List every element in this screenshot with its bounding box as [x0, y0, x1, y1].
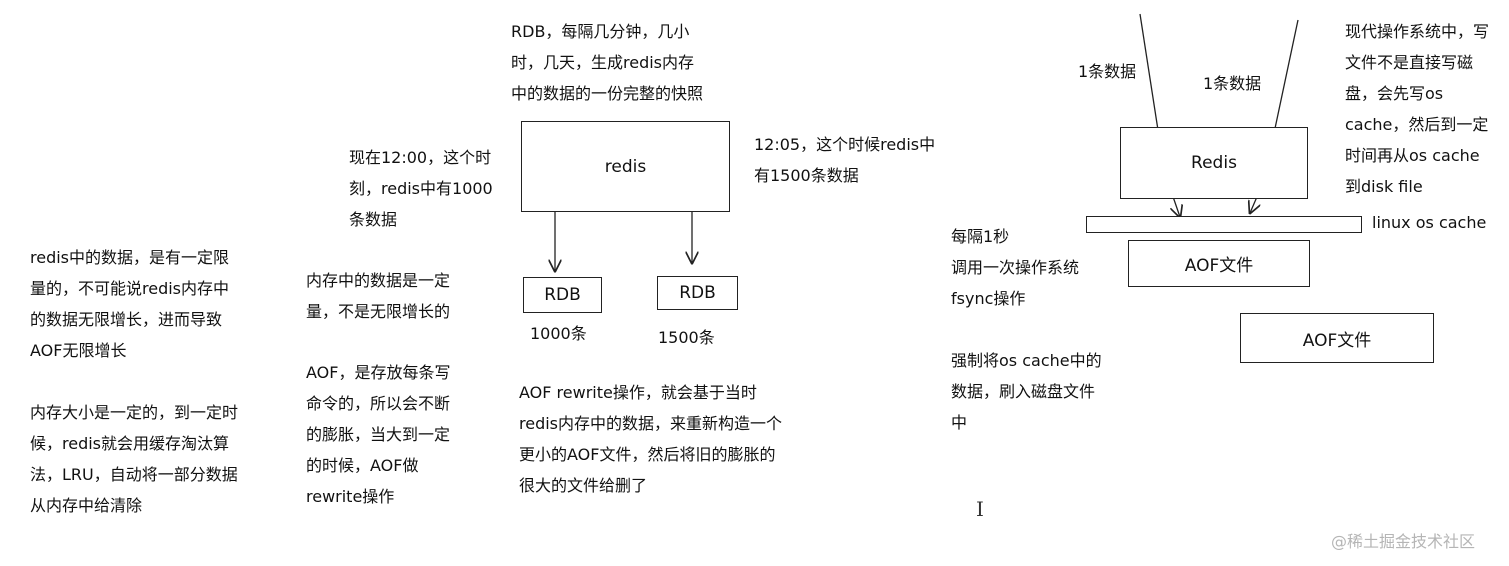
text-line: 量，不是无限增长的: [306, 302, 451, 321]
text-line: 有1500条数据: [754, 166, 859, 185]
text-line: 数据，刷入磁盘文件: [951, 382, 1096, 401]
text-line: 时间再从os cache: [1345, 146, 1480, 165]
text-line: 调用一次操作系统: [951, 258, 1080, 277]
redis-1205-note: 12:05，这个时候redis中 有1500条数据: [754, 129, 935, 191]
text-line: 每隔1秒: [951, 227, 1010, 246]
aof-redis-box: Redis: [1120, 127, 1308, 199]
text-line: 的膨胀，当大到一定: [306, 425, 451, 444]
text-line: 中的数据的一份完整的快照: [511, 84, 704, 103]
redis-box-label: Redis: [1191, 153, 1237, 173]
text-line: 中: [951, 413, 968, 432]
text-line: 12:05，这个时候redis中: [754, 135, 936, 154]
text-line: 更小的AOF文件，然后将旧的膨胀的: [519, 445, 776, 464]
text-line: redis内存中的数据，来重新构造一个: [519, 414, 783, 433]
text-line: RDB，每隔几分钟，几小: [511, 22, 690, 41]
text-line: 时，几天，生成redis内存: [511, 53, 695, 72]
aof-file-box-1: AOF文件: [1128, 240, 1310, 287]
text-line: 从内存中给清除: [30, 496, 143, 515]
aof-rewrite-note: AOF rewrite操作，就会基于当时 redis内存中的数据，来重新构造一个…: [519, 377, 782, 501]
text-line: AOF无限增长: [30, 341, 127, 360]
rdb-box-label: RDB: [679, 283, 716, 303]
watermark: @稀土掘金技术社区: [1331, 532, 1476, 551]
text-line: AOF，是存放每条写: [306, 363, 451, 382]
rdb-top-note: RDB，每隔几分钟，几小 时，几天，生成redis内存 中的数据的一份完整的快照: [511, 16, 703, 109]
os-write-note: 现代操作系统中，写 文件不是直接写磁 盘，会先写os cache，然后到一定 时…: [1345, 16, 1489, 202]
text-line: 文件不是直接写磁: [1345, 53, 1474, 72]
text-line: 量的，不可能说redis内存中: [30, 279, 230, 298]
text-line: 的时候，AOF做: [306, 456, 419, 475]
aof-note: AOF，是存放每条写 命令的，所以会不断 的膨胀，当大到一定 的时候，AOF做 …: [306, 357, 450, 512]
rdb-count-1: 1000条: [530, 324, 587, 343]
text-line: 现代操作系统中，写: [1345, 22, 1490, 41]
text-line: 命令的，所以会不断: [306, 394, 451, 413]
text-line: 现在12:00，这个时: [349, 148, 492, 167]
os-cache-label: linux os cache: [1372, 213, 1487, 232]
left-note-lru: 内存大小是一定的，到一定时 候，redis就会用缓存淘汰算 法，LRU，自动将一…: [30, 397, 238, 521]
text-line: 盘，会先写os: [1345, 84, 1444, 103]
text-line: cache，然后到一定: [1345, 115, 1489, 134]
text-line: redis中的数据，是有一定限: [30, 248, 230, 267]
rdb-box-label: RDB: [544, 285, 581, 305]
left-note-data-limit: redis中的数据，是有一定限 量的，不可能说redis内存中 的数据无限增长，…: [30, 242, 229, 366]
text-cursor-icon: I: [976, 497, 984, 521]
redis-box-label: redis: [604, 156, 647, 177]
os-cache-bar: [1086, 216, 1362, 233]
fsync-note: 每隔1秒 调用一次操作系统 fsync操作: [951, 221, 1079, 314]
aof-file-label: AOF文件: [1184, 256, 1254, 276]
text-line: 法，LRU，自动将一部分数据: [30, 465, 238, 484]
text-line: 内存中的数据是一定: [306, 271, 451, 290]
redis-box: redis: [521, 121, 730, 212]
force-flush-note: 强制将os cache中的 数据，刷入磁盘文件 中: [951, 345, 1102, 438]
text-line: rewrite操作: [306, 487, 395, 506]
text-line: 刻，redis中有1000: [349, 179, 493, 198]
text-line: 强制将os cache中的: [951, 351, 1102, 370]
text-line: 的数据无限增长，进而导致: [30, 310, 223, 329]
text-line: AOF rewrite操作，就会基于当时: [519, 383, 757, 402]
text-line: fsync操作: [951, 289, 1026, 308]
rdb-box-2: RDB: [657, 276, 738, 310]
text-line: 很大的文件给删了: [519, 476, 648, 495]
aof-file-label: AOF文件: [1302, 330, 1372, 351]
aof-file-box-2: AOF文件: [1240, 313, 1434, 363]
arrow-data-in-1: [1139, 13, 1160, 143]
text-line: 到disk file: [1345, 177, 1423, 196]
text-line: 条数据: [349, 210, 398, 229]
rdb-count-2: 1500条: [658, 328, 715, 347]
text-line: 候，redis就会用缓存淘汰算: [30, 434, 230, 453]
text-line: 内存大小是一定的，到一定时: [30, 403, 239, 422]
data-label-1: 1条数据: [1078, 62, 1137, 81]
data-label-2: 1条数据: [1203, 74, 1262, 93]
memory-note: 内存中的数据是一定 量，不是无限增长的: [306, 265, 450, 327]
rdb-box-1: RDB: [523, 277, 602, 313]
now-note: 现在12:00，这个时 刻，redis中有1000 条数据: [349, 142, 493, 235]
